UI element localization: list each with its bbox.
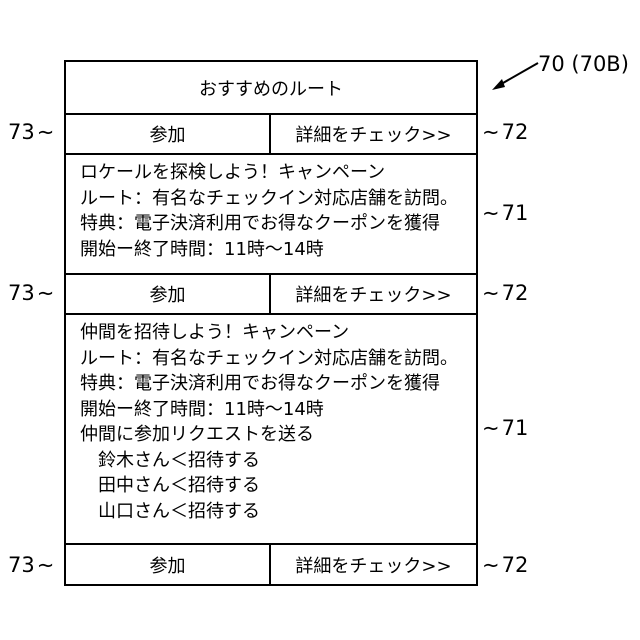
- card-benefit: 特典：電子決済利用でお得なクーポンを獲得: [80, 211, 476, 237]
- details-button[interactable]: 詳細をチェック>>: [271, 115, 476, 153]
- invite-item-suzuki[interactable]: 鈴木さん＜招待する: [80, 448, 476, 474]
- invite-item-tanaka[interactable]: 田中さん＜招待する: [80, 473, 476, 499]
- invite-heading: 仲間に参加リクエストを送る: [80, 422, 476, 448]
- ref-label-details-1: ∼72: [482, 120, 528, 144]
- invite-item-yamaguchi[interactable]: 山口さん＜招待する: [80, 499, 476, 525]
- button-row-2: 参加 詳細をチェック>>: [66, 275, 476, 315]
- card-title: ロケールを探検しよう！キャンペーン: [80, 160, 476, 186]
- figure-label-arrow: [490, 55, 550, 95]
- campaign-card-2: 仲間を招待しよう！キャンペーン ルート：有名なチェックイン対応店舗を訪問。 特典…: [66, 315, 476, 545]
- ref-label-details-3: ∼72: [482, 553, 528, 577]
- ref-label-details-2: ∼72: [482, 281, 528, 305]
- recommended-routes-panel: おすすめのルート 参加 詳細をチェック>> ロケールを探検しよう！キャンペーン …: [64, 60, 478, 586]
- ref-label-join-2: 73∼: [8, 281, 54, 305]
- card-title: 仲間を招待しよう！キャンペーン: [80, 320, 476, 346]
- ref-label-card-2: ∼71: [482, 416, 528, 440]
- button-row-3: 参加 詳細をチェック>>: [66, 545, 476, 585]
- campaign-card-1: ロケールを探検しよう！キャンペーン ルート：有名なチェックイン対応店舗を訪問。 …: [66, 155, 476, 275]
- card-time: 開始ー終了時間：11時～14時: [80, 237, 476, 263]
- join-button[interactable]: 参加: [66, 545, 271, 585]
- ref-label-join-3: 73∼: [8, 553, 54, 577]
- figure-label: 70 (70B): [538, 52, 629, 76]
- join-button[interactable]: 参加: [66, 115, 271, 153]
- details-button[interactable]: 詳細をチェック>>: [271, 545, 476, 585]
- card-benefit: 特典：電子決済利用でお得なクーポンを獲得: [80, 371, 476, 397]
- card-route: ルート：有名なチェックイン対応店舗を訪問。: [80, 186, 476, 212]
- details-button[interactable]: 詳細をチェック>>: [271, 275, 476, 313]
- button-row-1: 参加 詳細をチェック>>: [66, 115, 476, 155]
- card-route: ルート：有名なチェックイン対応店舗を訪問。: [80, 346, 476, 372]
- join-button[interactable]: 参加: [66, 275, 271, 313]
- ref-label-join-1: 73∼: [8, 120, 54, 144]
- ref-label-card-1: ∼71: [482, 201, 528, 225]
- card-time: 開始ー終了時間：11時～14時: [80, 397, 476, 423]
- panel-title: おすすめのルート: [66, 62, 476, 115]
